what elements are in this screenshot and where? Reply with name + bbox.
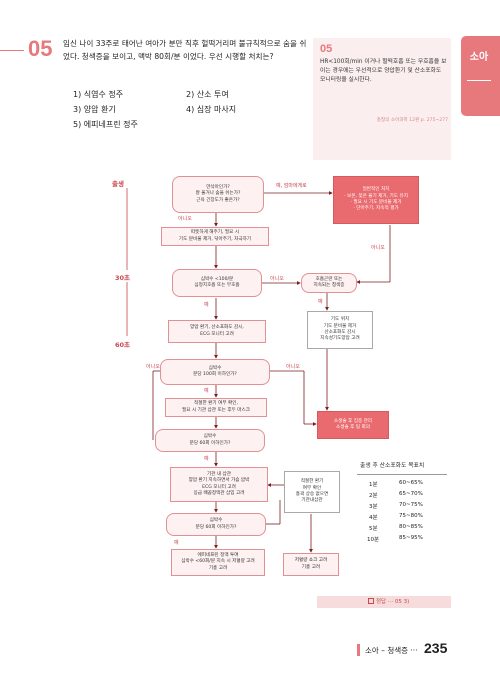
explanation-box	[313, 38, 451, 160]
answer-bar	[317, 596, 451, 608]
label-no-5: 아니오	[286, 364, 300, 370]
flow-ventilation-check: 적절한 환기 여부 확인, 필요 시 기관 삽관 또는 후두 마스크	[165, 398, 267, 417]
timeline-birth: 출생	[112, 180, 124, 188]
flow-initial-assessment: 만삭아인가? 잘 울거나 숨을 쉬는가? 근육 긴장도가 좋은가?	[172, 176, 264, 213]
flow-warm-clear-stimulate: 따뜻하게 해주기, 필요 시 기도 분비물 제거, 닦아주기, 자극하기	[161, 227, 269, 246]
label-yes-2: 예	[318, 299, 323, 305]
spo2-table-title: 출생 후 산소포화도 목표치	[360, 463, 425, 469]
page-number: 235	[424, 640, 448, 656]
answer-check-icon	[368, 598, 374, 604]
flow-epinephrine: 에피네프린 정맥 투여 심박수 <60회/분 지속 시 저혈량 고려 기흉 고려	[171, 549, 265, 576]
label-no-4: 아니오	[146, 364, 160, 370]
spo2-time: 1분	[369, 482, 378, 488]
flow-post-resuscitation: 소생술 후 집중 관리 소생술 후 팀 회의	[317, 411, 389, 439]
spo2-range: 75~80%	[399, 513, 423, 519]
timeline-60s: 60초	[115, 341, 131, 349]
flow-hr-apnea-check: 심박수 <100/분 심정지호흡 또는 무호흡	[172, 269, 262, 297]
spo2-time: 2분	[369, 493, 378, 499]
flow-routine-care: 일반적인 처치 · 보온, 젖은 물기 제거, 기도 유지 · 필요 시 기도 …	[333, 176, 419, 224]
flow-hr-below-60: 심박수 분당 60회 이하인가?	[155, 429, 265, 452]
question-number-rule	[0, 50, 24, 51]
label-yes-5: 예	[174, 540, 179, 546]
chapter-tab-divider	[467, 80, 491, 81]
label-yes-3: 예	[204, 388, 209, 394]
flow-airway-cpap: 기도 위치 기도 분비물 제거 산소포화도 감시 지속성기도양압 고려	[307, 311, 373, 349]
explanation-reference: 홍창의 소아과학 12판 p. 275~277	[376, 118, 448, 123]
label-yes-to-mother: 예, 엄마에게로	[276, 183, 307, 189]
spo2-range: 65~70%	[399, 491, 423, 497]
label-yes-1: 예	[204, 302, 209, 308]
label-no-1: 아니오	[178, 216, 192, 222]
option-4: 4) 심장 마사지	[186, 105, 237, 114]
label-no-2: 아니오	[371, 245, 385, 251]
question-text: 임신 나이 33주로 태어난 여아가 분만 직후 헐떡거리며 불규칙적으로 숨을…	[63, 39, 307, 61]
flow-intubation-compressions: 기관 내 삽관 양압 환기 지속하면서 가슴 압박 ECG 모니터 고려 응급 …	[170, 467, 268, 502]
question-number: 05	[28, 36, 53, 61]
label-yes-4: 예	[204, 456, 209, 462]
option-1: 1) 식염수 정주	[73, 90, 124, 99]
explanation-number: 05	[320, 43, 333, 55]
flow-hr-below-60-again: 심박수 분당 60회 이하인가?	[166, 513, 266, 536]
chapter-tab-subtitle: 청색증	[481, 92, 489, 113]
chapter-tab-label: 소아	[469, 52, 489, 63]
footer-accent-bar	[357, 644, 360, 656]
option-3: 3) 양압 환기	[73, 105, 116, 114]
spo2-range: 70~75%	[399, 502, 423, 508]
spo2-range: 80~85%	[399, 524, 423, 530]
spo2-time: 4분	[369, 515, 378, 521]
spo2-time: 3분	[369, 504, 378, 510]
flow-hr-below-100: 심박수 분당 100회 이하인가?	[160, 359, 270, 385]
timeline-30s: 30초	[115, 274, 131, 282]
flow-ppv-spo2: 양압 환기, 산소포화도 감시, ECG 모니터 고려	[168, 320, 266, 343]
spo2-time: 10분	[367, 537, 380, 543]
footer-section: 소아 – 청색증 ···	[365, 646, 418, 655]
flow-hypovolemia-pneumothorax: 저혈량 쇼크 고려 기흉 고려	[283, 553, 339, 576]
label-no-3: 아니오	[270, 276, 284, 282]
spo2-time: 5분	[369, 526, 378, 532]
explanation-text: HR<100회/min 이거나 헐떡호흡 또는 무호흡을 보이는 경우에는 우선…	[320, 59, 447, 83]
option-5: 5) 에피네프린 정주	[73, 120, 138, 129]
flow-labored-breathing: 호흡곤란 또는 지속되는 청색증	[301, 273, 357, 293]
answer-text: 정답 ··· 05 3)	[376, 599, 410, 605]
spo2-range: 60~65%	[399, 480, 423, 486]
spo2-table-rule	[357, 474, 447, 475]
flow-ventilation-recheck: 적절한 환기 여부 확인 흉곽 상승 없으면 기관내삽관	[284, 471, 340, 513]
option-2: 2) 산소 투여	[186, 90, 229, 99]
spo2-range: 85~95%	[399, 535, 423, 541]
chapter-tab[interactable]	[461, 36, 500, 116]
